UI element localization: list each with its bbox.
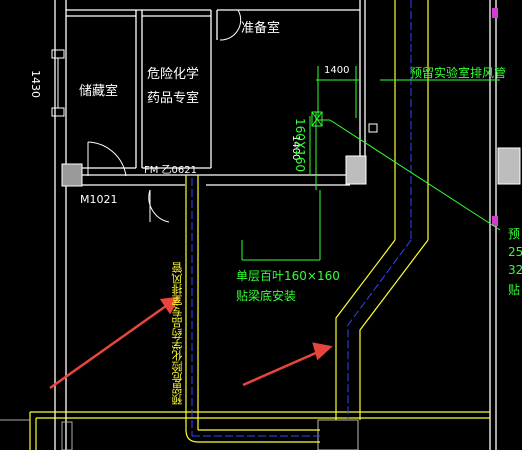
magenta-marks: [492, 8, 498, 226]
door-tag-m1021: M1021: [80, 193, 118, 206]
hazmat-exhaust-annotation: 预留危险化学药品专室排风管: [171, 262, 184, 405]
grip-icon[interactable]: [368, 123, 378, 133]
louver-annotation-line2: 贴梁底安装: [236, 289, 297, 303]
duct-lines: [29, 0, 490, 450]
edge-label-3: 32: [508, 263, 522, 277]
bottom-structure: [0, 419, 73, 450]
room-label-hazmat-1: 危险化学: [147, 67, 200, 82]
edge-label-2: 25: [508, 245, 522, 259]
dimension-lines: [241, 66, 501, 261]
door-tag-fm: FM 乙0621: [144, 165, 198, 176]
room-label-hazmat-2: 药品专室: [147, 91, 200, 106]
room-walls: [54, 0, 497, 450]
room-label-prep: 准备室: [241, 21, 281, 36]
dimension-1430: 1430: [29, 70, 42, 98]
red-arrows: [49, 296, 333, 390]
dimension-1400-horizontal: 1400: [324, 65, 350, 76]
structural-columns: [61, 147, 521, 450]
room-label-storage: 储藏室: [79, 84, 119, 99]
window-marks: [51, 49, 65, 117]
door-swings: [87, 9, 242, 223]
lab-exhaust-annotation: 预留实验室排风管: [410, 66, 507, 80]
duct-size-label: 160X160: [293, 118, 307, 173]
dimension-1400-vertical: 1400: [290, 135, 301, 161]
edge-label-1: 预: [508, 227, 521, 241]
edge-label-4: 贴: [508, 283, 521, 297]
louver-annotation-line1: 单层百叶160×160: [236, 269, 340, 283]
duct-centerlines: [191, 0, 412, 437]
